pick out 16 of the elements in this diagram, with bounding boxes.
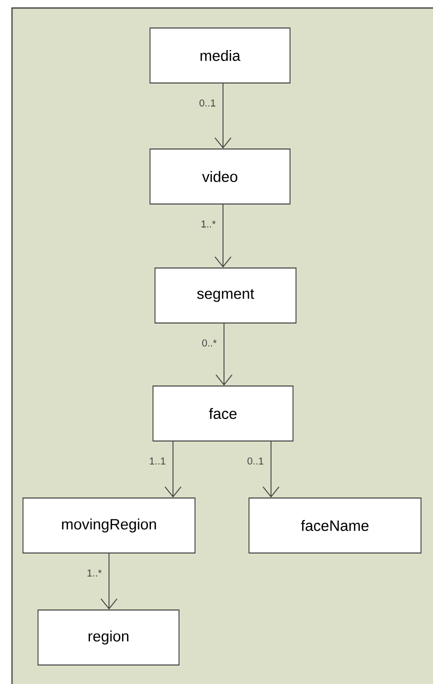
class-box: movingRegion [22, 498, 196, 554]
association-arrow [216, 323, 232, 386]
association-arrow [214, 204, 232, 268]
association-arrow [100, 553, 118, 610]
class-box: faceName [248, 498, 422, 554]
association-arrow [262, 441, 280, 498]
association-arrow [164, 441, 182, 498]
class-box: media [150, 28, 290, 84]
multiplicity-label: 1..* [200, 220, 217, 228]
class-box: face [152, 386, 294, 442]
class-box: segment [154, 268, 296, 324]
class-box: video [150, 148, 290, 204]
multiplicity-label: 1..* [86, 568, 103, 578]
multiplicity-label: 1..1 [148, 456, 167, 466]
class-box: region [38, 610, 180, 666]
association-arrow [214, 83, 232, 149]
